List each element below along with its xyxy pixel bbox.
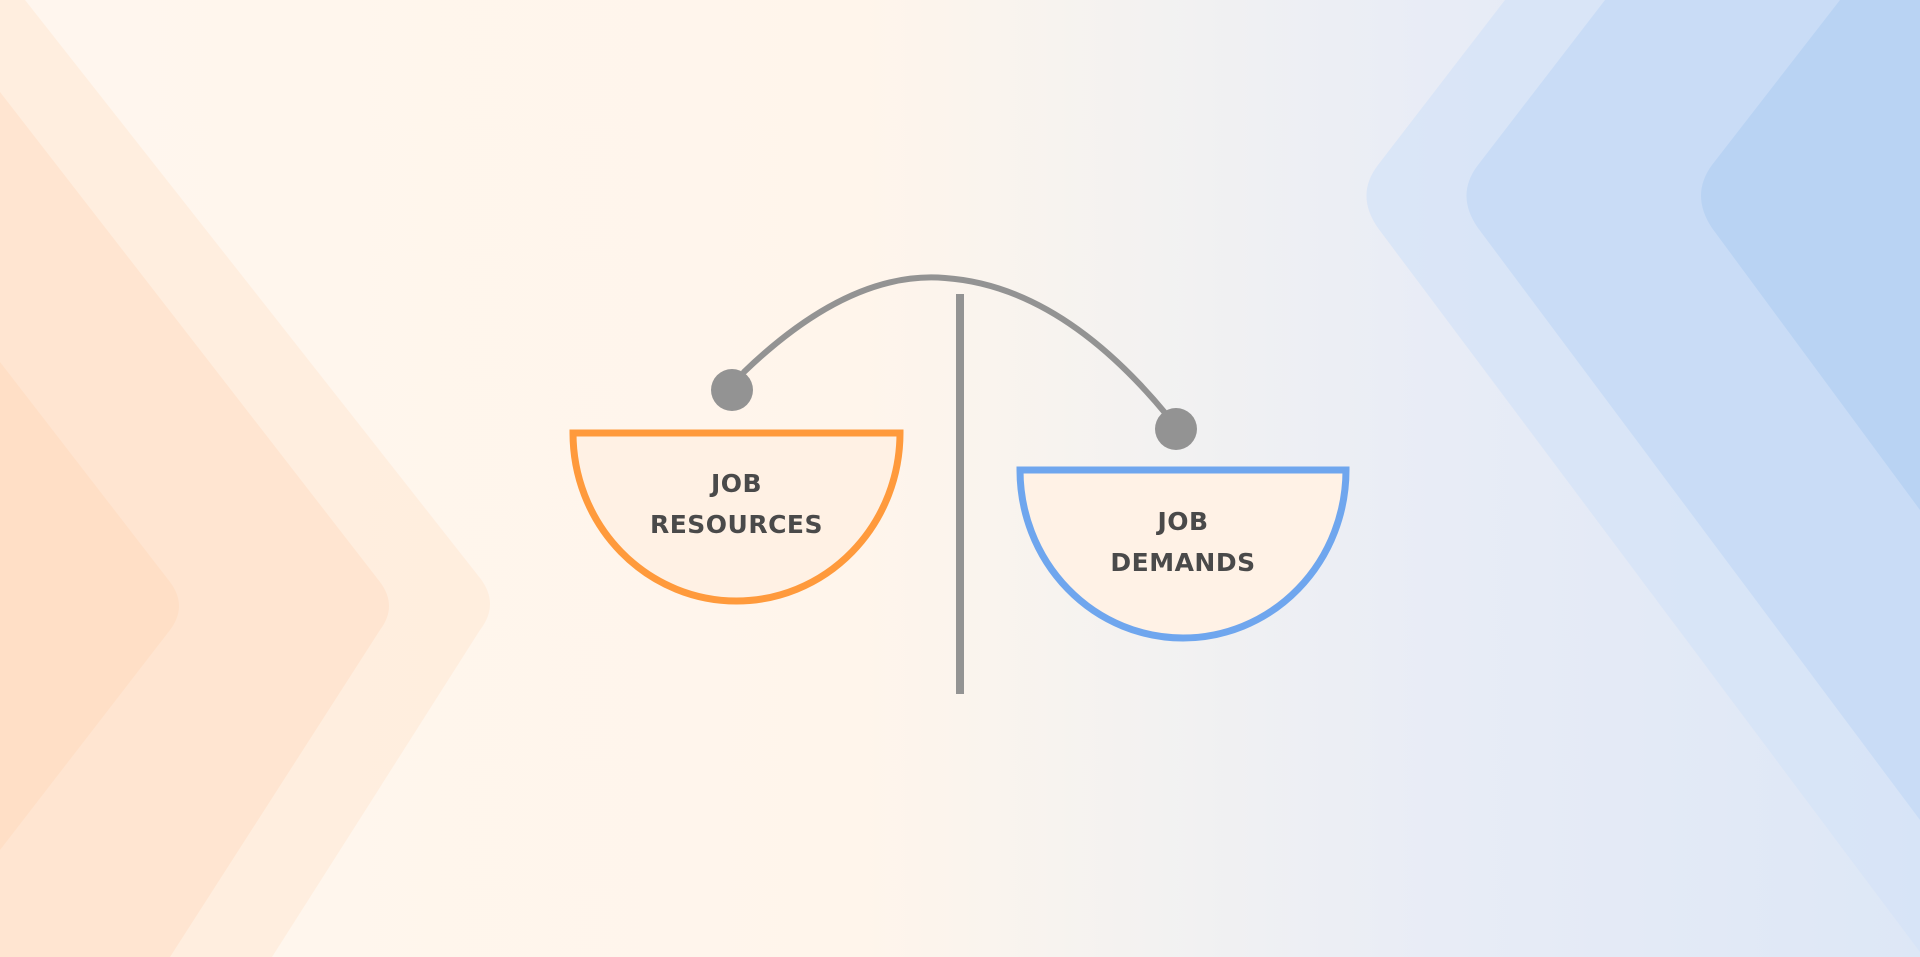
- scale-pole: [956, 294, 964, 694]
- left-pan-label-line1: JOB: [710, 469, 763, 498]
- left-pan-bowl: [569, 429, 904, 605]
- right-hinge-ball: [1155, 408, 1197, 450]
- beam-arc: [741, 274, 1169, 417]
- right-pan-label-line2: DEMANDS: [1110, 548, 1256, 577]
- left-chevron-decoration: [0, 0, 490, 957]
- left-pan-label-line2: RESOURCES: [649, 510, 824, 539]
- right-pan-bowl: [1016, 466, 1350, 642]
- left-hinge-ball: [711, 369, 753, 411]
- right-pan-label: JOB DEMANDS: [1020, 501, 1346, 583]
- right-pan-label-line1: JOB: [1157, 507, 1209, 536]
- right-chevron-decoration: [1366, 0, 1920, 952]
- left-pan-label: JOB RESOURCES: [573, 463, 900, 545]
